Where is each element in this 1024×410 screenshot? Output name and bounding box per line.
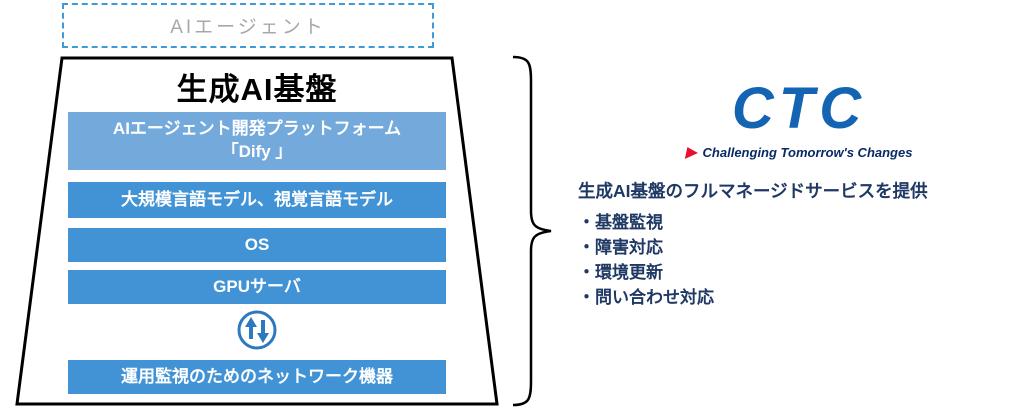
brace [512, 55, 552, 407]
ctc-logo: CTC Challenging Tomorrow's Changes [683, 80, 915, 160]
service-item-monitoring: ・基盤監視 [578, 213, 663, 232]
agent-box-label: AIエージェント [170, 17, 326, 38]
services-heading: 生成AI基盤のフルマネージドサービスを提供 [578, 181, 928, 201]
service-item-inquiry: ・問い合わせ対応 [578, 288, 714, 307]
layer-bar-gpu-server: GPUサーバ [68, 270, 446, 304]
services-panel: 生成AI基盤のフルマネージドサービスを提供 ・基盤監視 ・障害対応 ・環境更新 … [578, 178, 1018, 310]
platform-title: 生成AI基盤 [176, 72, 338, 107]
service-item-incident: ・障害対応 [578, 238, 663, 257]
layer-bar-os: OS [68, 228, 446, 262]
service-item-update: ・環境更新 [578, 263, 663, 282]
layer-bar-models: 大規模言語モデル、視覚言語モデル [68, 182, 446, 218]
layer-bar-dify: AIエージェント開発プラットフォーム 「Dify 」 [68, 112, 446, 170]
ctc-wordmark: CTC [731, 76, 867, 141]
ctc-tagline: Challenging Tomorrow's Changes [702, 145, 913, 160]
up-down-transfer-icon [237, 310, 277, 350]
ctc-tagline-row: Challenging Tomorrow's Changes [683, 145, 915, 160]
red-flag-icon [684, 147, 699, 159]
layer-bar-network: 運用監視のためのネットワーク機器 [68, 360, 446, 394]
agent-box: AIエージェント [62, 3, 434, 48]
